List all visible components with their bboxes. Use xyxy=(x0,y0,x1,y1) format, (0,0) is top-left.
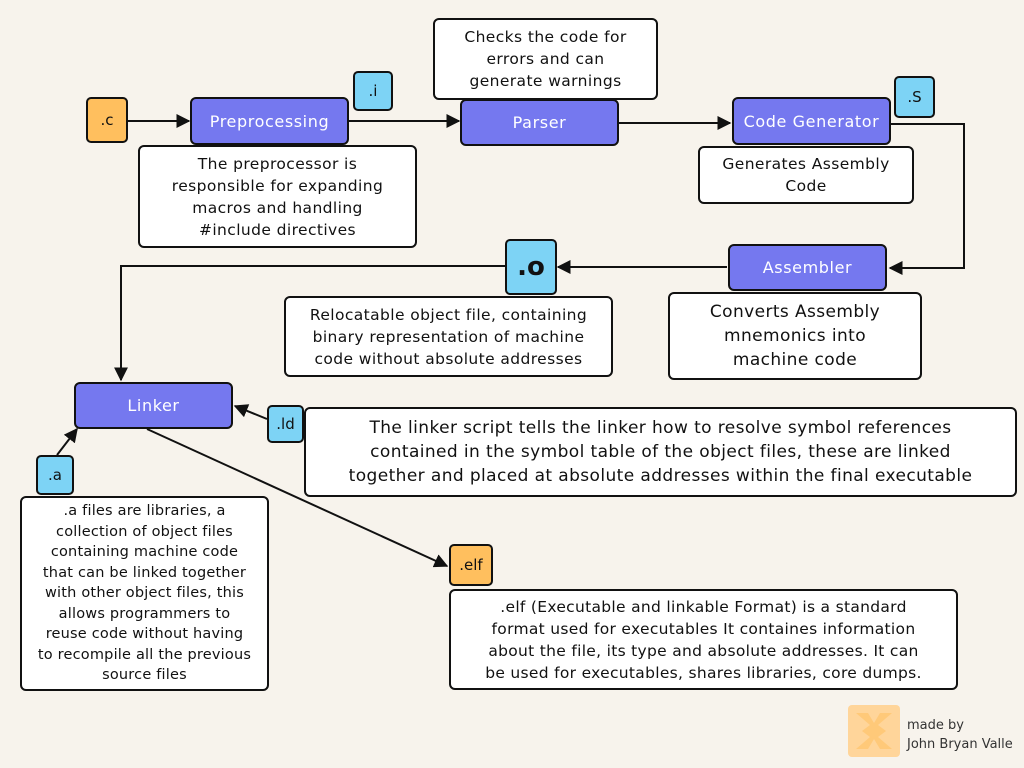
preprocessor-note-line: responsible for expanding xyxy=(171,176,384,195)
elf-note-line: be used for executables, shares librarie… xyxy=(485,663,922,682)
linker-script-note-line: together and placed at absolute addresse… xyxy=(348,466,973,486)
s-file-badge: .S xyxy=(894,76,935,118)
object-file-note: Relocatable object file, containing bina… xyxy=(284,296,613,377)
parser-note-line: generate warnings xyxy=(469,72,622,90)
elf-note-line: about the file, its type and absolute ad… xyxy=(488,641,919,660)
i-file-badge: .i xyxy=(353,71,393,111)
parser-note-line: errors and can xyxy=(486,50,605,68)
code-generator-note-line: Generates Assembly xyxy=(722,155,890,173)
preprocessor-note-line: The preprocessor is xyxy=(197,154,358,173)
code-generator-note: Generates Assembly Code xyxy=(698,146,914,204)
parser-note-line: Checks the code for xyxy=(464,28,627,46)
linker-script-note: The linker script tells the linker how t… xyxy=(304,407,1017,497)
object-file-note-line: code without absolute addresses xyxy=(314,349,583,368)
ld-file-badge: .ld xyxy=(267,405,304,443)
libraries-note-line: allows programmers to xyxy=(58,605,231,622)
assembler-note-line: Converts Assembly xyxy=(709,302,881,322)
elf-note-line: format used for executables It containes… xyxy=(491,619,916,638)
object-file-note-line: Relocatable object file, containing xyxy=(309,305,588,324)
credit-line: John Bryan Valle xyxy=(907,737,1013,752)
arrow-a-to-linker xyxy=(56,427,78,456)
o-file-badge: .o xyxy=(505,239,557,295)
elf-file-badge: .elf xyxy=(449,544,493,586)
x-logo-icon xyxy=(848,705,900,757)
libraries-note-line: reuse code without having xyxy=(45,626,244,643)
assembler-note: Converts Assembly mnemonics into machine… xyxy=(668,292,922,380)
credit-text: made by John Bryan Valle xyxy=(907,716,1013,754)
libraries-note-line: to recompile all the previous xyxy=(37,646,252,663)
libraries-note-line: collection of object files xyxy=(56,523,233,540)
parser-note: Checks the code for errors and can gener… xyxy=(433,18,658,100)
preprocessor-note: The preprocessor is responsible for expa… xyxy=(138,145,417,248)
libraries-note: .a files are libraries, a collection of … xyxy=(20,496,269,691)
libraries-note-line: source files xyxy=(102,667,187,684)
libraries-note-line: .a files are libraries, a xyxy=(63,503,226,520)
preprocessing-stage: Preprocessing xyxy=(190,97,349,145)
linker-script-note-line: The linker script tells the linker how t… xyxy=(369,418,952,438)
libraries-note-line: that can be linked together xyxy=(42,564,247,581)
assembler-note-line: mnemonics into xyxy=(723,326,867,346)
parser-stage: Parser xyxy=(460,99,619,146)
code-generator-stage: Code Generator xyxy=(732,97,891,145)
preprocessor-note-line: macros and handling xyxy=(192,198,363,217)
linker-script-note-line: contained in the symbol table of the obj… xyxy=(370,442,951,462)
libraries-note-line: with other object files, this xyxy=(44,585,244,602)
arrow-ld-to-linker xyxy=(233,404,268,420)
elf-note-line: .elf (Executable and linkable Format) is… xyxy=(500,597,907,616)
object-file-note-line: binary representation of machine xyxy=(312,327,585,346)
c-file-badge: .c xyxy=(86,97,128,143)
linker-stage: Linker xyxy=(74,382,233,429)
code-generator-note-line: Code xyxy=(785,177,827,195)
assembler-stage: Assembler xyxy=(728,244,887,291)
a-file-badge: .a xyxy=(36,455,74,495)
elf-note: .elf (Executable and linkable Format) is… xyxy=(449,589,958,690)
credit-line: made by xyxy=(907,718,964,733)
assembler-note-line: machine code xyxy=(732,350,858,370)
libraries-note-line: containing machine code xyxy=(50,544,239,561)
preprocessor-note-line: #include directives xyxy=(198,220,357,239)
